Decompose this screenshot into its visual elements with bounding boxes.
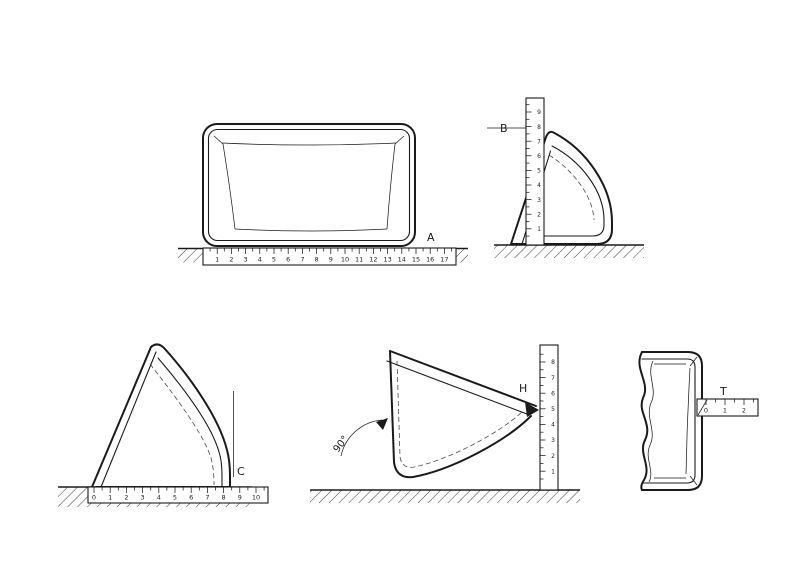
back-plate-outer-c [91, 346, 152, 488]
svg-text:10: 10 [252, 494, 260, 502]
svg-text:3: 3 [537, 197, 541, 204]
hidden-line-c [149, 363, 215, 486]
svg-text:12: 12 [369, 256, 377, 264]
svg-text:13: 13 [383, 256, 391, 264]
view-b-side: 9 8 7 6 5 4 3 2 1 B [487, 97, 644, 258]
ruler-t: 0 1 2 [696, 398, 759, 417]
svg-text:7: 7 [537, 138, 541, 145]
svg-text:1: 1 [551, 468, 555, 475]
svg-text:5: 5 [537, 168, 541, 175]
view-h-height: 90° 8 7 6 5 4 3 2 1 H [310, 344, 580, 503]
bucket-front-inner-border [207, 128, 411, 242]
svg-text:7: 7 [551, 375, 555, 382]
svg-text:8: 8 [222, 494, 226, 502]
ground-hatch-b [494, 245, 644, 258]
svg-text:15: 15 [412, 256, 420, 264]
angle-arc [340, 419, 383, 457]
label-h: H [519, 382, 527, 395]
svg-text:2: 2 [742, 407, 746, 415]
svg-text:9: 9 [238, 494, 242, 502]
back-plate-inner-c [100, 351, 157, 488]
svg-text:2: 2 [537, 211, 541, 218]
svg-text:17: 17 [440, 256, 448, 264]
svg-text:14: 14 [398, 256, 406, 264]
svg-text:7: 7 [205, 494, 209, 502]
top-plate-lower-h [386, 360, 528, 415]
top-plate-upper-h [389, 350, 537, 407]
inner-top-edge [221, 142, 397, 146]
svg-text:2: 2 [229, 256, 233, 264]
partial-outline-t [641, 351, 703, 491]
svg-text:8: 8 [315, 256, 319, 264]
svg-text:7: 7 [300, 256, 304, 264]
corner-folds-t [689, 356, 698, 486]
bucket-side-outline-b [510, 130, 613, 245]
svg-text:1: 1 [537, 226, 541, 233]
inner-surface-lines-t [654, 363, 691, 479]
svg-text:0: 0 [704, 407, 708, 415]
svg-text:8: 8 [551, 359, 555, 366]
svg-text:8: 8 [537, 124, 541, 131]
svg-text:0: 0 [92, 494, 96, 502]
partial-inner-border-t [641, 358, 696, 484]
ground-hatch-h [310, 490, 580, 503]
angle-label: 90° [332, 434, 352, 455]
label-c: C [237, 465, 245, 478]
view-t-thickness: 0 1 2 T [638, 351, 759, 491]
svg-text:4: 4 [551, 422, 555, 429]
svg-text:1: 1 [723, 407, 727, 415]
ruler-c: 0 1 2 3 4 5 6 7 8 9 10 [87, 486, 269, 504]
svg-text:3: 3 [551, 437, 555, 444]
svg-text:6: 6 [537, 153, 541, 160]
inner-bottom-edge [234, 228, 388, 232]
svg-text:2: 2 [124, 494, 128, 502]
svg-text:6: 6 [551, 390, 555, 397]
svg-text:1: 1 [108, 494, 112, 502]
inner-left-edge [222, 143, 236, 230]
pointer-tip-h [525, 402, 539, 417]
wall-section-tick-t [697, 399, 708, 416]
inner-break-line-t [647, 360, 654, 483]
svg-text:4: 4 [537, 182, 541, 189]
svg-text:9: 9 [329, 256, 333, 264]
label-t: T [719, 385, 727, 398]
svg-text:6: 6 [286, 256, 290, 264]
break-wavy-line-t [638, 351, 649, 491]
svg-text:4: 4 [258, 256, 262, 264]
svg-text:2: 2 [551, 453, 555, 460]
svg-text:5: 5 [272, 256, 276, 264]
svg-text:4: 4 [157, 494, 161, 502]
view-c-tilted: 0 1 2 3 4 5 6 7 8 9 10 C [58, 343, 269, 507]
bucket-profile-inner-c [157, 357, 223, 487]
svg-text:5: 5 [173, 494, 177, 502]
inner-corner-folds [213, 135, 405, 145]
scoop-outline-h [389, 350, 532, 479]
bucket-profile-outer-c [150, 343, 231, 487]
svg-text:9: 9 [537, 109, 541, 116]
ruler-h: 8 7 6 5 4 3 2 1 [539, 344, 559, 491]
svg-text:3: 3 [141, 494, 145, 502]
svg-text:16: 16 [426, 256, 434, 264]
bucket-front-outline [202, 123, 416, 247]
angle-arrowhead-icon [376, 418, 388, 430]
ruler-b: 9 8 7 6 5 4 3 2 1 [525, 97, 545, 246]
side-hidden-line-b [548, 154, 595, 221]
label-a: A [427, 231, 435, 244]
label-b: B [500, 122, 508, 135]
inner-right-edge [386, 143, 396, 230]
svg-text:10: 10 [341, 256, 349, 264]
svg-text:11: 11 [355, 256, 363, 264]
svg-text:3: 3 [244, 256, 248, 264]
hidden-line-h [396, 360, 524, 468]
svg-text:5: 5 [551, 406, 555, 413]
svg-text:6: 6 [189, 494, 193, 502]
side-inner-offset-b [525, 145, 605, 237]
svg-text:1: 1 [215, 256, 219, 264]
